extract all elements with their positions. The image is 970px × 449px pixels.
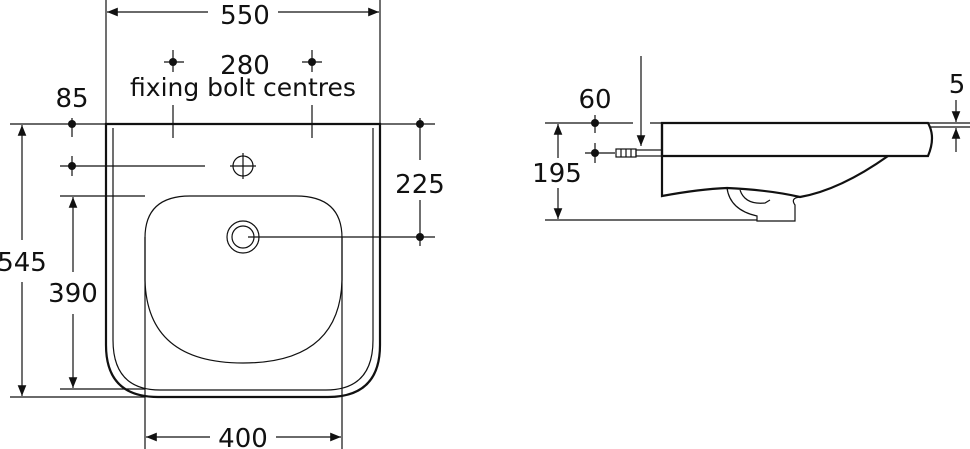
dim-waste-from-top: 225 bbox=[395, 170, 445, 200]
fixing-bolt-icon bbox=[615, 148, 663, 158]
basin-body-profile bbox=[660, 123, 889, 199]
side-view: 60 195 5 bbox=[532, 56, 970, 222]
bolt-centres-label: fixing bolt centres bbox=[130, 73, 356, 102]
basin-rim-profile bbox=[660, 121, 934, 158]
dim-bolt-centres: 280 bbox=[220, 51, 270, 81]
plan-view: 550 280 fixing bolt centres 85 225 bbox=[0, 0, 445, 449]
trap-profile bbox=[726, 187, 801, 222]
basin-outline bbox=[104, 122, 382, 399]
dim-overall-depth: 545 bbox=[0, 248, 47, 278]
bowl-outline bbox=[144, 195, 343, 364]
basin-inner-rim bbox=[112, 128, 374, 391]
dim-bowl-depth: 390 bbox=[48, 279, 98, 309]
dim-overall-height: 195 bbox=[532, 159, 582, 189]
bolt-dot bbox=[68, 120, 76, 128]
tap-hole-icon bbox=[230, 153, 256, 179]
dim-bolt-offset: 60 bbox=[578, 85, 611, 115]
dim-overall-width: 550 bbox=[220, 1, 270, 31]
dim-rim-drop: 5 bbox=[949, 70, 966, 100]
dim-bowl-width: 400 bbox=[218, 424, 268, 449]
bolt-marker-icon bbox=[164, 50, 322, 138]
dim-bolt-height: 85 bbox=[55, 84, 88, 114]
bolt-dot bbox=[68, 162, 76, 170]
